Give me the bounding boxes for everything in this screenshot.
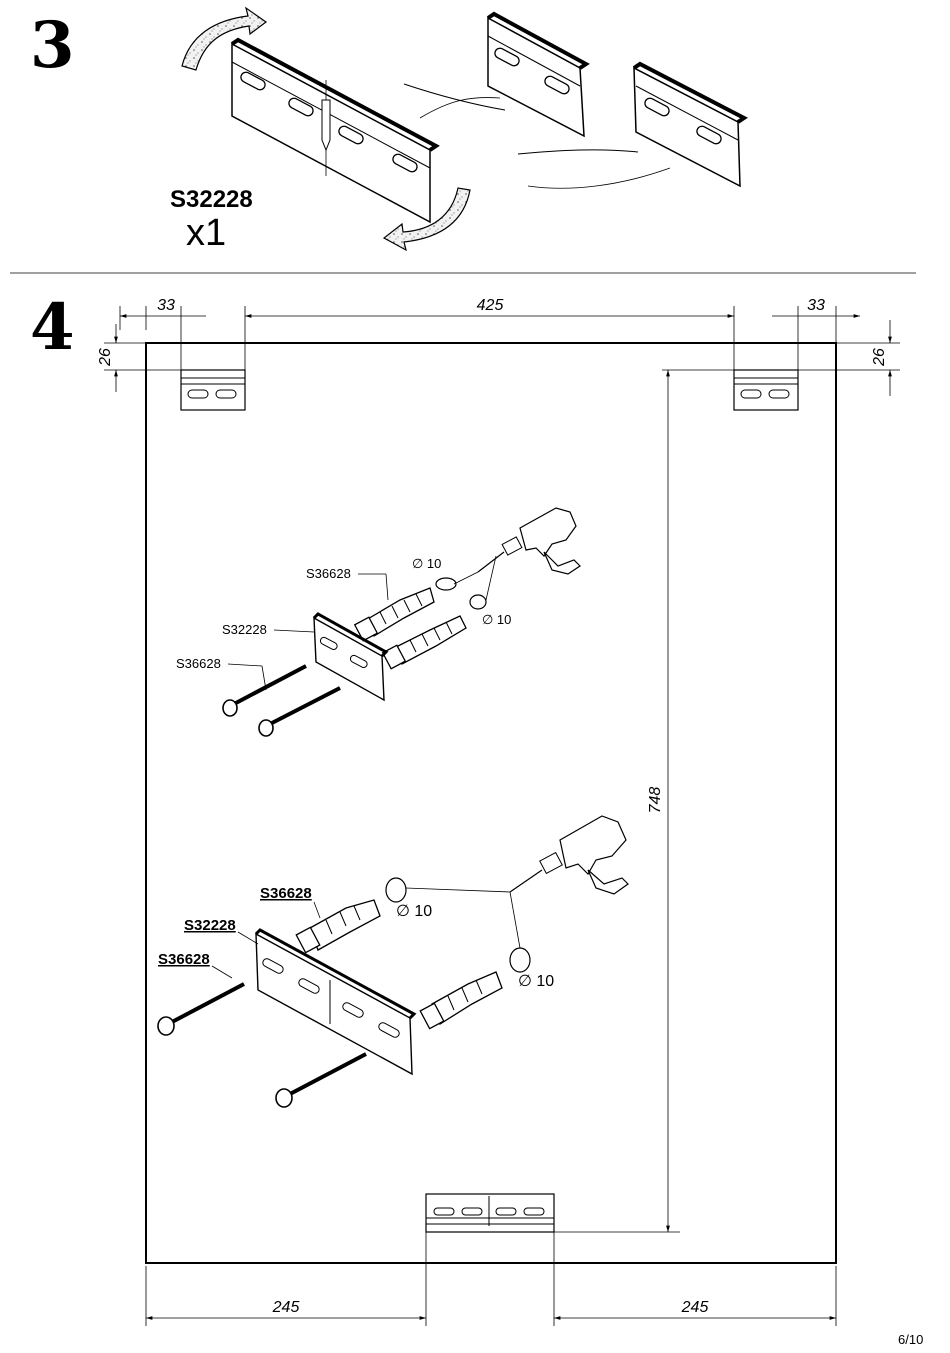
wall-bracket-half-right — [632, 61, 748, 188]
large-drill-diameter-2: ∅ 10 — [518, 973, 554, 990]
detail-large: S36628 S32228 S36628 ∅ 10 ∅ 10 — [157, 815, 629, 1108]
small-drill-diameter-2: ∅ 10 — [482, 612, 511, 627]
dim-left-offset: 33 — [157, 297, 175, 314]
screw-icon — [157, 982, 245, 1036]
screw-icon — [222, 664, 307, 717]
dim-top-right-height: 26 — [871, 348, 888, 367]
dim-right-offset: 33 — [807, 297, 825, 314]
wall-plug-icon — [353, 587, 435, 642]
page-number: 6/10 — [898, 1332, 924, 1347]
step-3-part-code: S32228 — [170, 186, 253, 213]
small-bracket-label: S32228 — [222, 622, 267, 637]
small-drill-diameter-1: ∅ 10 — [412, 556, 441, 571]
bracket-icon — [312, 612, 389, 702]
rotate-arrow-icon — [382, 187, 471, 252]
dim-vertical-span: 748 — [647, 787, 664, 814]
large-dowel-label: S36628 — [260, 885, 312, 902]
wall-plug-icon — [381, 615, 467, 670]
screw-icon — [258, 686, 341, 737]
large-drill-diameter-1: ∅ 10 — [396, 903, 432, 920]
small-dowel-label: S36628 — [306, 566, 351, 581]
large-screw-label: S36628 — [158, 951, 210, 968]
step-3-illustration — [181, 6, 748, 252]
step-4-number: 4 — [30, 290, 75, 365]
wall-bracket-half-left — [486, 11, 590, 138]
large-bracket-label: S32228 — [184, 917, 236, 934]
mirror-outline — [145, 342, 837, 1264]
step-4-illustration: 33 425 33 26 26 748 245 245 — [97, 297, 900, 1326]
bottom-bracket — [425, 1193, 555, 1233]
drill-icon — [509, 815, 629, 895]
dimension-lines — [104, 306, 900, 1326]
screw-icon — [275, 1052, 367, 1108]
step-3-number: 3 — [30, 8, 75, 83]
top-right-bracket — [733, 369, 799, 411]
small-screw-label: S36628 — [176, 656, 221, 671]
rotate-arrow-icon — [181, 6, 268, 71]
wall-plug-icon — [295, 899, 381, 954]
dim-top-span: 425 — [477, 297, 504, 314]
top-left-bracket — [180, 369, 246, 411]
dim-bottom-right: 245 — [681, 1299, 709, 1316]
drill-icon — [477, 507, 581, 575]
dim-top-left-height: 26 — [97, 348, 114, 367]
bracket-icon — [254, 928, 417, 1076]
detail-small: S36628 S32228 S36628 ∅ 10 ∅ 10 — [176, 507, 581, 737]
dim-bottom-left: 245 — [272, 1299, 300, 1316]
wall-bracket-full — [230, 37, 440, 224]
step-3-quantity: x1 — [186, 212, 227, 254]
wall-plug-icon — [419, 971, 503, 1030]
